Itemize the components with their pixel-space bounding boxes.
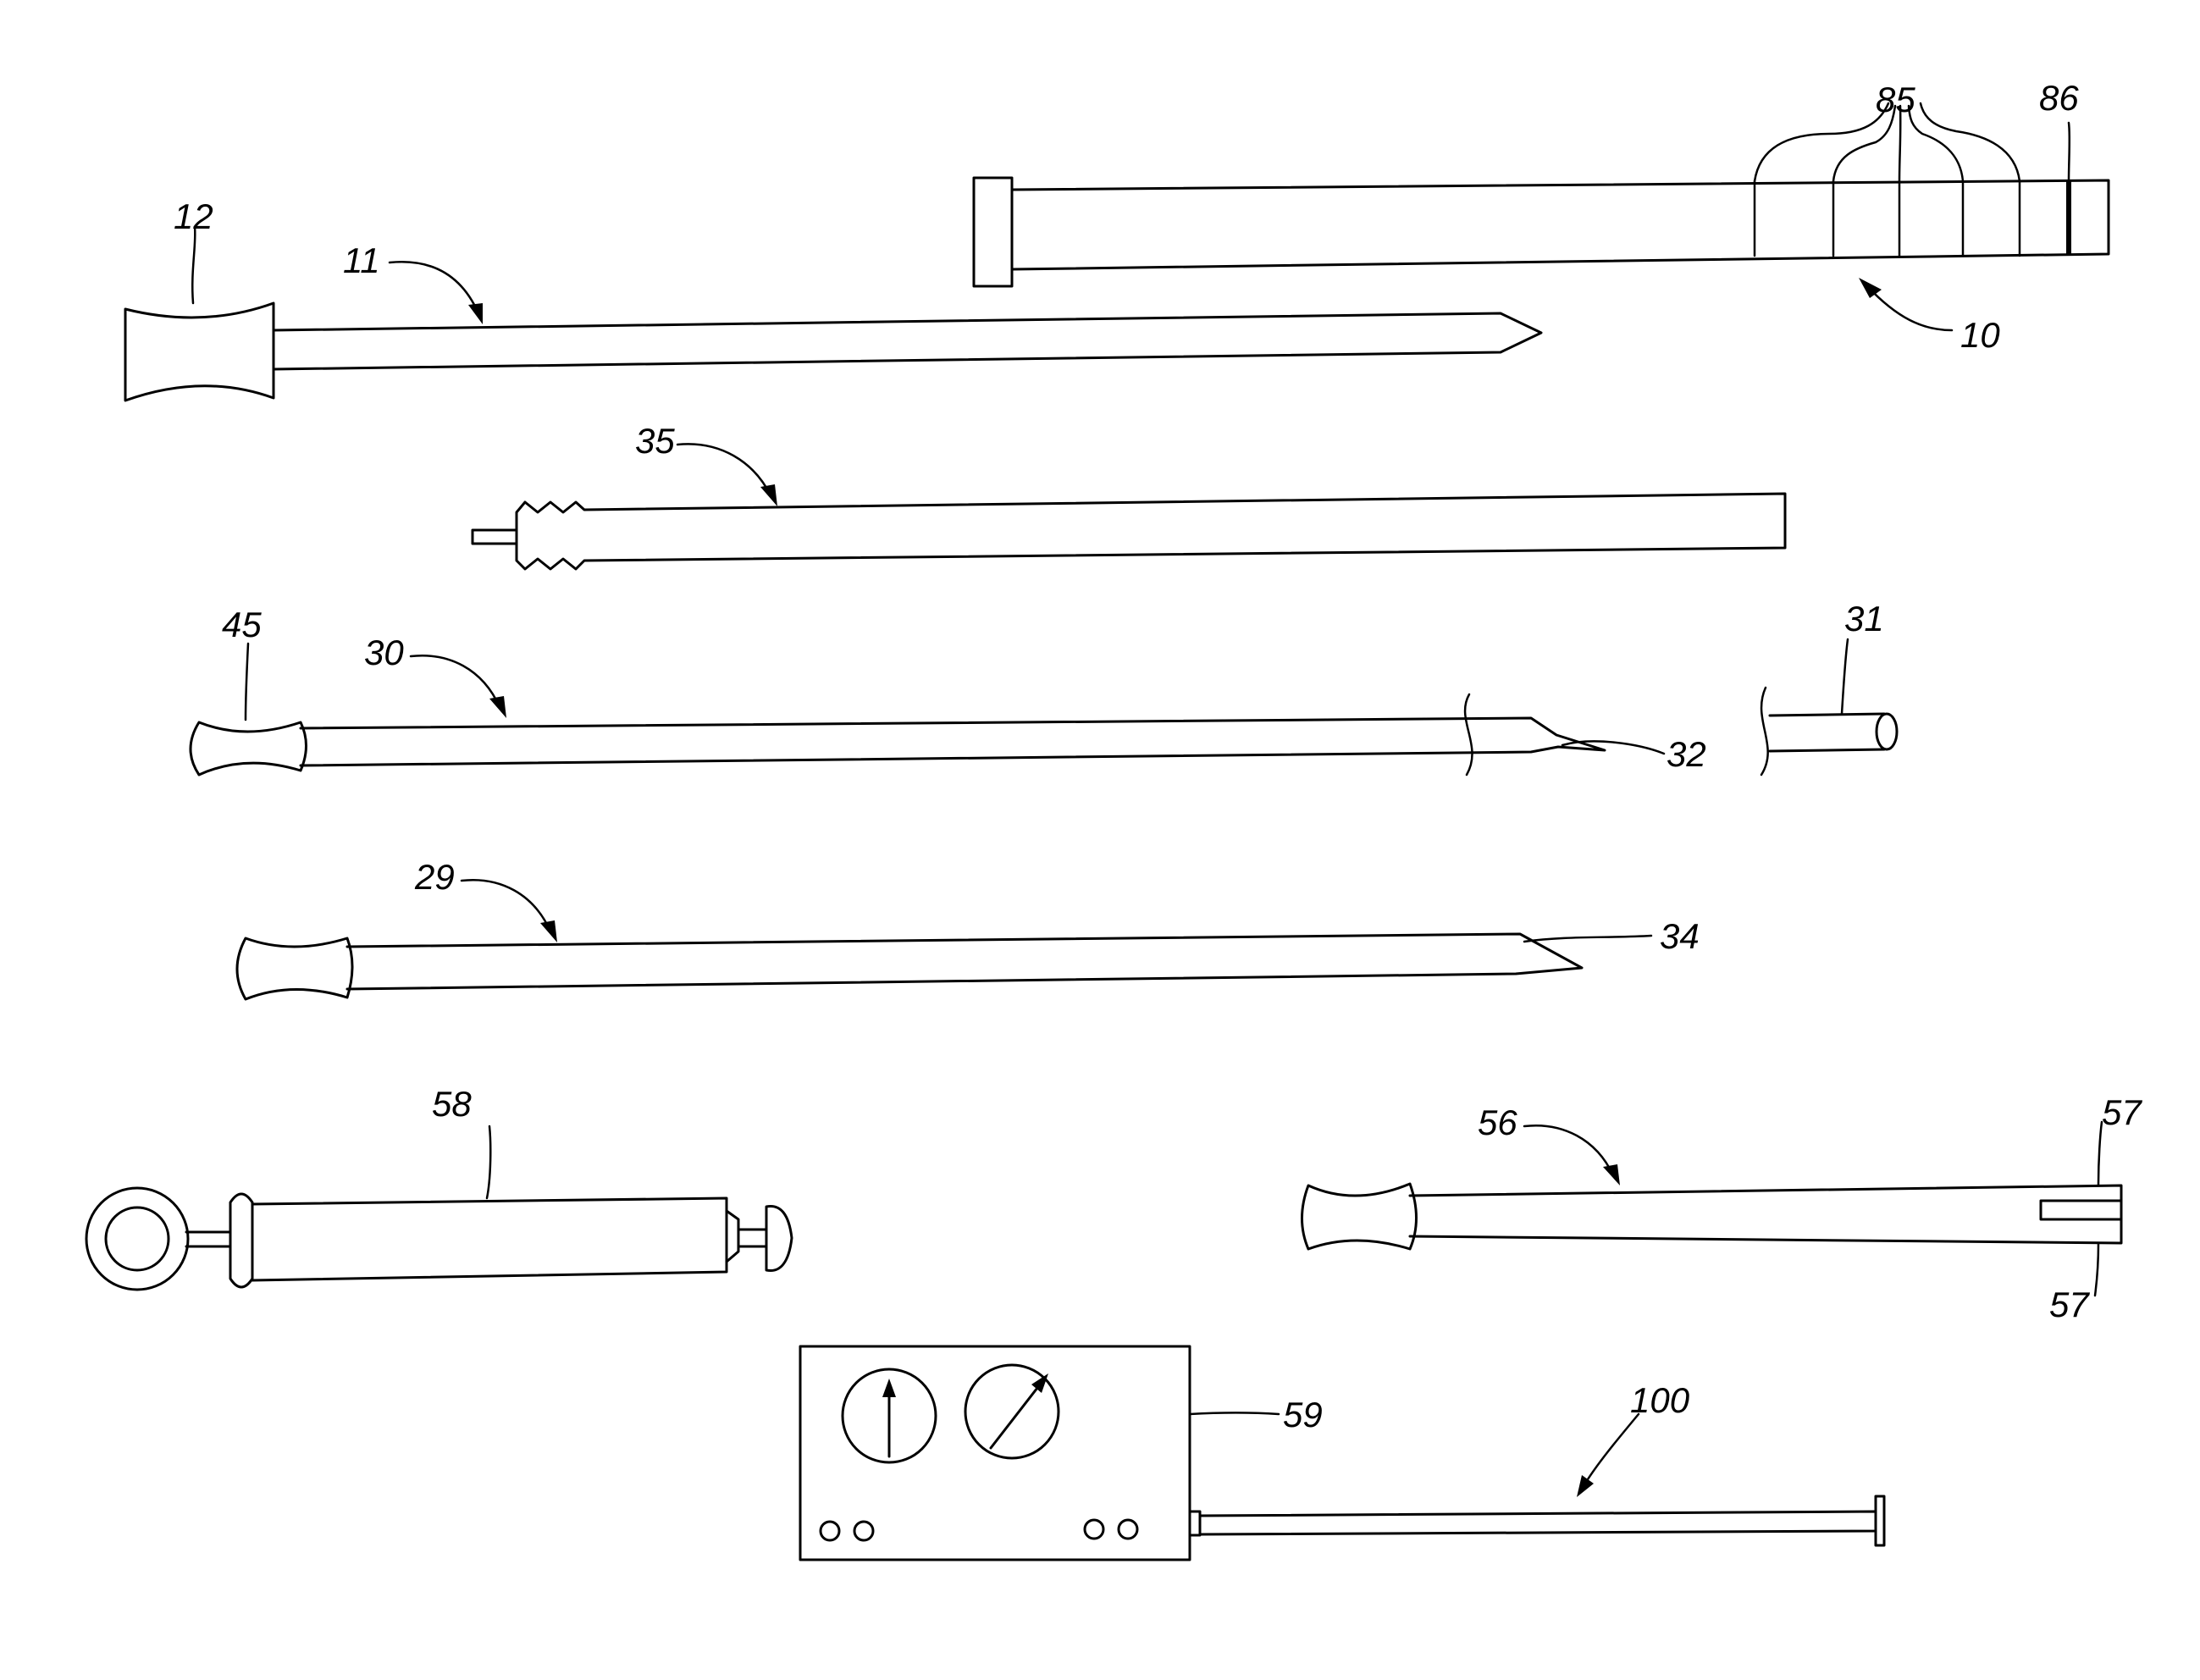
label-100: 100 [1630, 1380, 1690, 1420]
label-31: 31 [1844, 599, 1884, 638]
label-10: 10 [1960, 315, 2000, 355]
label-12: 12 [174, 196, 213, 236]
cannula-31 [1761, 639, 1897, 775]
label-57-bottom: 57 [2049, 1285, 2090, 1324]
label-35: 35 [635, 421, 675, 461]
label-59: 59 [1283, 1395, 1323, 1434]
needle-29 [237, 880, 1651, 999]
obturator-11 [125, 227, 1541, 401]
label-45: 45 [222, 605, 262, 644]
label-85: 85 [1876, 80, 1915, 119]
label-32: 32 [1667, 734, 1706, 774]
sheath-10 [974, 103, 2109, 330]
needle-30 [191, 644, 1664, 775]
label-56: 56 [1478, 1102, 1517, 1142]
label-11: 11 [343, 240, 380, 280]
label-34: 34 [1660, 916, 1700, 956]
syringe-58 [86, 1126, 792, 1290]
tool-56 [1302, 1122, 2122, 1296]
dilator-35 [473, 444, 1785, 569]
monitor-59 [800, 1346, 1279, 1560]
label-86: 86 [2039, 78, 2079, 118]
label-30: 30 [364, 633, 404, 672]
label-58: 58 [432, 1084, 472, 1124]
label-29: 29 [414, 857, 455, 897]
label-57-top: 57 [2102, 1092, 2142, 1132]
